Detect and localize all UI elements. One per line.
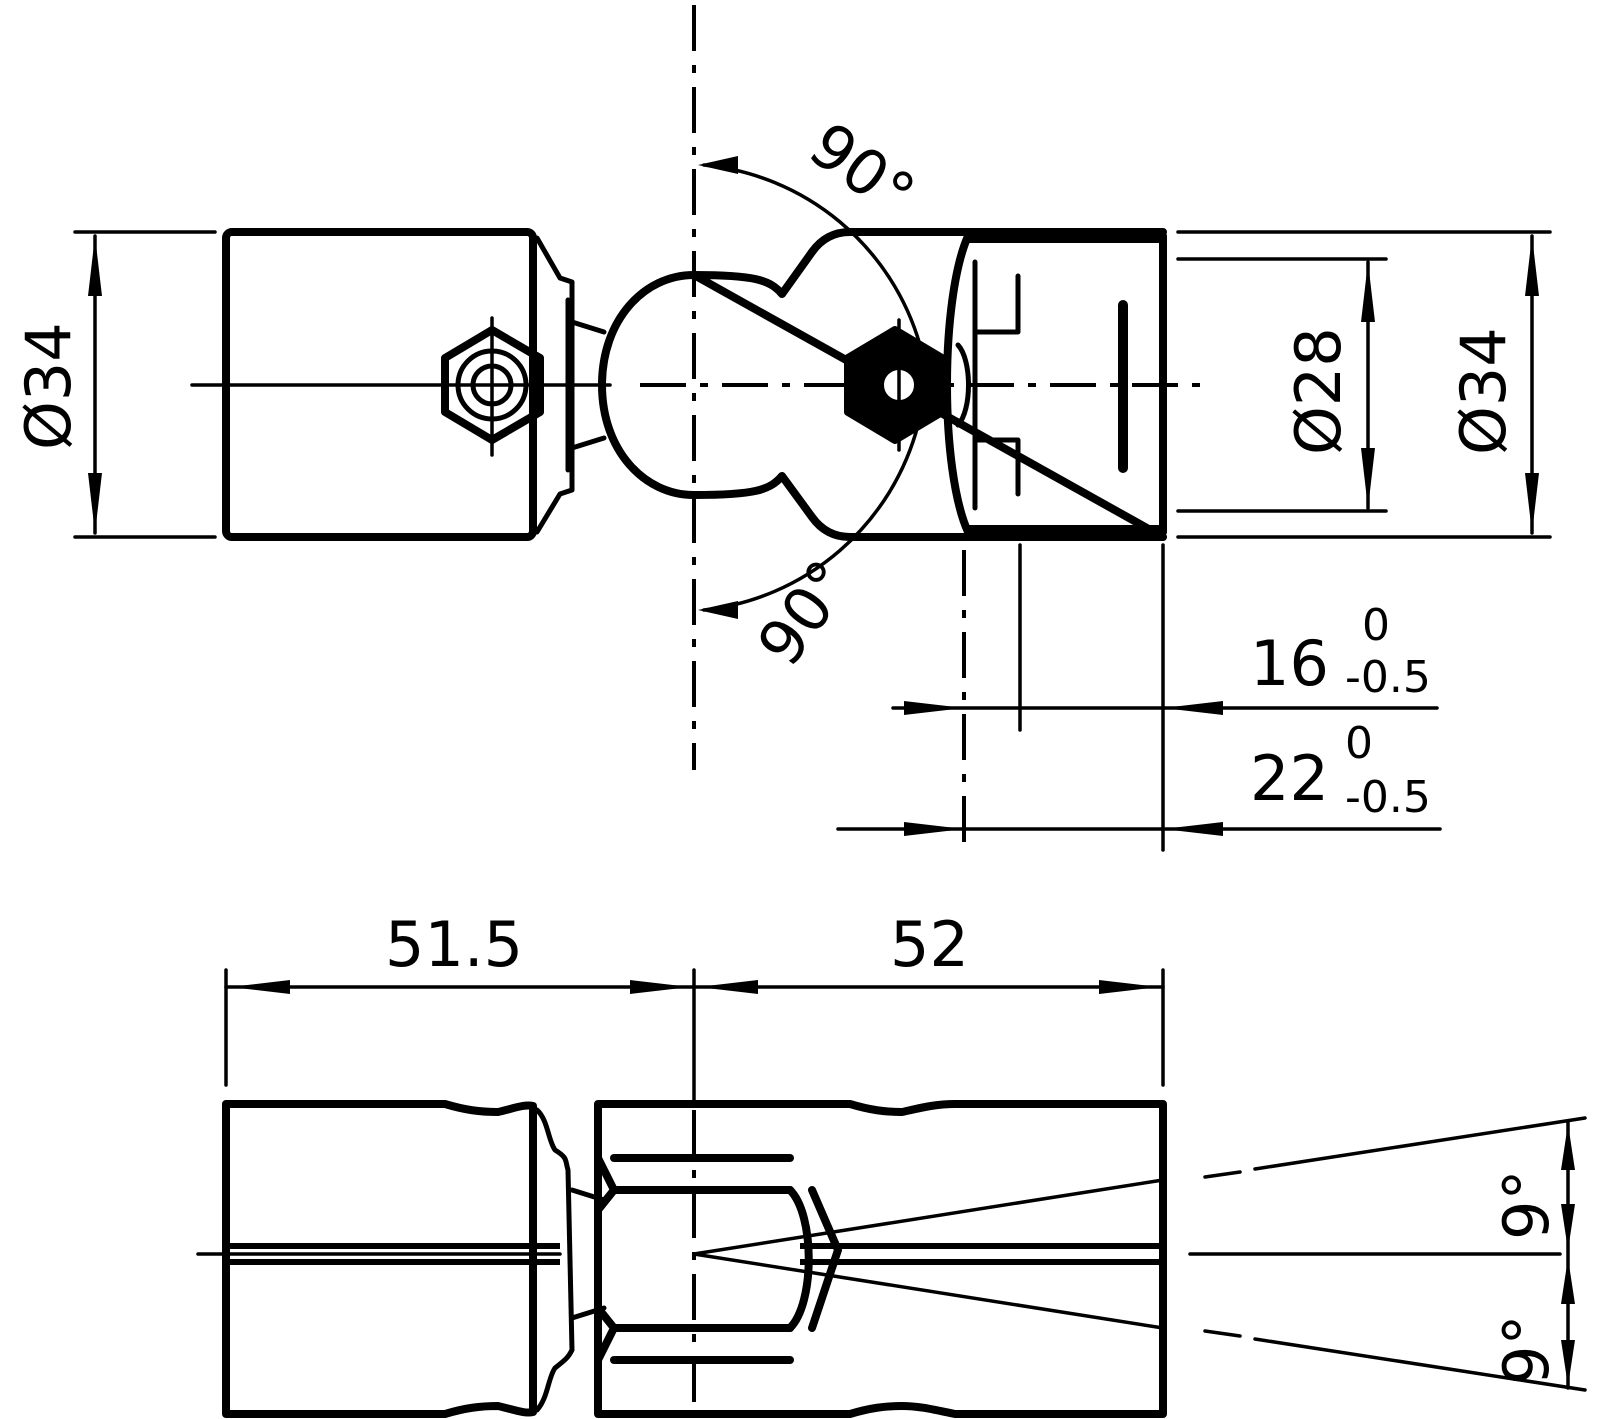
len-right-arrow-left xyxy=(698,980,758,994)
len-22-arrow-left xyxy=(904,822,964,836)
angle-line-upper-inner xyxy=(692,1178,1165,1256)
inner-dia-arrow-bottom xyxy=(1361,448,1375,508)
left-cylinder-body xyxy=(222,228,537,541)
side-view: 51.5 52 9° 9° xyxy=(196,908,1587,1418)
len-22-label: 22 xyxy=(1250,742,1329,815)
outer-dia-arrow-top xyxy=(1525,236,1539,296)
len-right-label: 52 xyxy=(890,908,969,981)
len-22-lower-tol: -0.5 xyxy=(1345,772,1431,823)
len-16-upper-tol: 0 xyxy=(1362,600,1390,651)
angle-line-upper-gap xyxy=(1203,1170,1242,1179)
len-left-arrow-right xyxy=(630,980,690,994)
angle-top-label: 90° xyxy=(796,108,928,232)
side-angle-arrow-4 xyxy=(1561,1340,1575,1386)
len-16-arrow-right xyxy=(1163,701,1223,715)
angle-bottom-label: 90° xyxy=(743,547,867,679)
angle-line-lower-inner xyxy=(692,1252,1165,1330)
side-angle-upper-label: 9° xyxy=(1490,1170,1563,1240)
left-dia-arrow-top xyxy=(88,236,102,296)
side-left-body xyxy=(222,1100,537,1418)
left-dia-label: Ø34 xyxy=(12,322,85,450)
inner-dia-arrow-top xyxy=(1361,262,1375,322)
left-cylinder-chamfer xyxy=(534,235,575,535)
bottom-angle-arc xyxy=(702,423,920,612)
len-left-label: 51.5 xyxy=(385,908,523,981)
side-left-chamfer xyxy=(534,1107,575,1413)
len-16-arrow-left xyxy=(904,701,964,715)
len-16-lower-tol: -0.5 xyxy=(1345,652,1431,703)
angle-line-lower-outer xyxy=(1253,1337,1587,1392)
side-angle-lower-label: 9° xyxy=(1490,1315,1563,1385)
top-angle-arc xyxy=(702,163,922,347)
len-22-arrow-right xyxy=(1163,822,1223,836)
right-cylinder-slot xyxy=(975,273,1021,497)
len-16-label: 16 xyxy=(1250,627,1329,700)
inner-dia-label: Ø28 xyxy=(1282,327,1355,455)
side-angle-arrow-2 xyxy=(1561,1204,1575,1250)
right-cylinder-bulge xyxy=(955,342,971,428)
len-22-upper-tol: 0 xyxy=(1345,718,1373,769)
side-angle-arrow-3 xyxy=(1561,1258,1575,1304)
top-view: 90° 90° Ø34 Ø28 Ø34 16 0 -0.5 xyxy=(12,5,1552,852)
side-angle-arrow-1 xyxy=(1561,1124,1575,1170)
side-fork-curve-outer xyxy=(808,1186,842,1332)
outer-dia-label: Ø34 xyxy=(1447,327,1520,455)
len-left-arrow-left xyxy=(230,980,290,994)
right-cylinder-arc xyxy=(943,232,972,536)
left-dia-arrow-bottom xyxy=(88,473,102,533)
left-neck-taper xyxy=(569,319,607,451)
outer-dia-arrow-bottom xyxy=(1525,473,1539,533)
angle-line-upper-outer xyxy=(1253,1116,1587,1171)
angle-line-lower-gap xyxy=(1203,1329,1242,1338)
len-right-arrow-right xyxy=(1099,980,1159,994)
side-right-body xyxy=(594,1100,1167,1418)
top-angle-arrow xyxy=(698,156,738,174)
bottom-angle-arrow xyxy=(698,601,738,619)
center-yoke-outline xyxy=(598,228,1167,541)
